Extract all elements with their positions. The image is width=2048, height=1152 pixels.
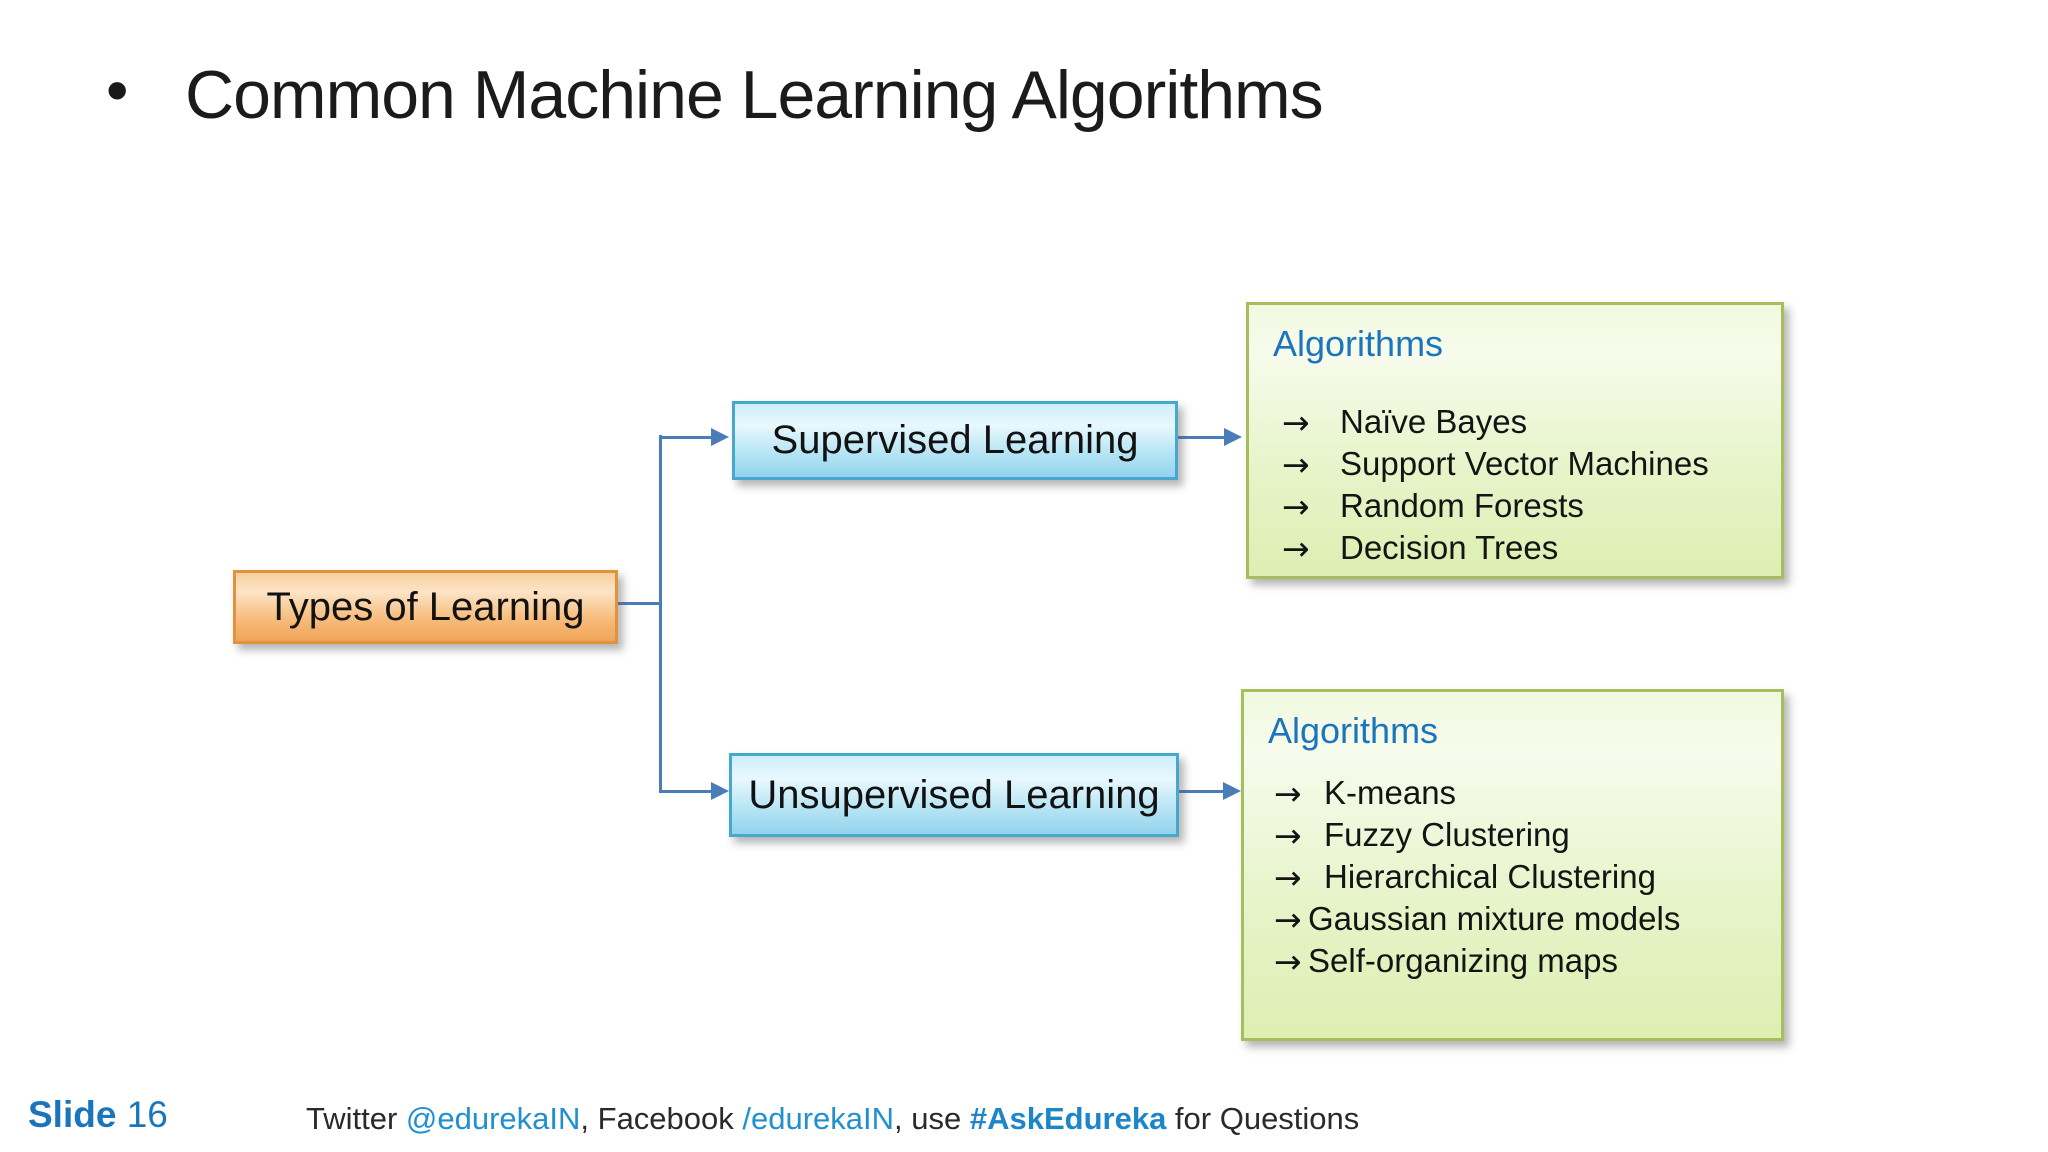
arrow-bullet-icon: → [1282,528,1310,568]
slide-number-value: 16 [126,1094,168,1135]
footer-segment: , Facebook [580,1101,743,1136]
arrow-bullet-icon: → [1274,857,1302,897]
arrow-bullet-icon: → [1282,402,1310,442]
node-unsupervised-learning: Unsupervised Learning [729,753,1179,837]
arrow-bullet-icon: → [1282,444,1310,484]
algo-item: → Support Vector Machines [1249,443,1775,485]
footer-segment: , use [894,1101,970,1136]
algo-item: → Fuzzy Clustering [1244,814,1775,856]
algo-item: → Gaussian mixture models [1244,898,1775,940]
footer-slide-number: Slide 16 [28,1093,168,1137]
connector-line-supervised-algorithms [1172,436,1224,439]
footer-segment[interactable]: @edurekaIN [405,1101,581,1136]
node-types-of-learning-label: Types of Learning [266,584,585,629]
footer-segment: Twitter [306,1101,406,1136]
arrowhead-right-icon [1223,782,1241,800]
page-title: Common Machine Learning Algorithms [185,57,1324,133]
connector-line-unsupervised-algorithms [1173,790,1223,793]
arrowhead-right-icon [711,428,729,446]
algo-item-label: Self-organizing maps [1308,942,1618,979]
algo-item: → K-means [1244,772,1775,814]
arrowhead-right-icon [711,782,729,800]
algo-item: → Naïve Bayes [1249,401,1775,443]
panel-heading: Algorithms [1268,710,1439,751]
node-types-of-learning: Types of Learning [233,570,618,644]
node-supervised-learning-label: Supervised Learning [771,418,1139,462]
algo-item-label: Gaussian mixture models [1308,900,1681,937]
connector-line-unsupervised [659,790,711,793]
title-bullet-icon: • [106,54,129,126]
node-supervised-learning: Supervised Learning [732,401,1178,480]
algo-item-label: Fuzzy Clustering [1324,816,1570,853]
algo-item: → Hierarchical Clustering [1244,856,1775,898]
arrow-bullet-icon: → [1274,815,1302,855]
footer-segment[interactable]: #AskEdureka [969,1101,1167,1136]
algo-item: → Decision Trees [1249,527,1775,569]
algo-item: → Self-organizing maps [1244,940,1775,982]
node-unsupervised-learning-label: Unsupervised Learning [748,772,1160,817]
arrow-bullet-icon: → [1282,486,1310,526]
algo-item-label: Support Vector Machines [1340,445,1709,482]
algo-item-label: Decision Trees [1340,529,1559,566]
connector-line-vertical [659,435,662,793]
arrow-bullet-icon: → [1274,773,1302,813]
algo-item-label: K-means [1324,774,1457,811]
algo-item: → Random Forests [1249,485,1775,527]
panel-heading: Algorithms [1273,323,1444,364]
algo-list-supervised: → Naïve Bayes → Support Vector Machines … [1249,401,1775,569]
algo-list-unsupervised: → K-means → Fuzzy Clustering → Hierarchi… [1244,772,1775,982]
slide-number-label: Slide [28,1094,117,1135]
connector-line-root [612,602,660,605]
algorithms-panel-unsupervised: Algorithms → K-means → Fuzzy Clustering … [1241,689,1784,1041]
arrow-bullet-icon: → [1274,941,1302,981]
connector-line-supervised [659,436,711,439]
algorithms-panel-supervised: Algorithms → Naïve Bayes → Support Vecto… [1246,302,1784,579]
algo-item-label: Naïve Bayes [1340,403,1528,440]
algo-item-label: Random Forests [1340,487,1584,524]
arrow-bullet-icon: → [1274,899,1302,939]
footer-segment: for Questions [1166,1101,1360,1136]
arrowhead-right-icon [1224,428,1242,446]
footer-segment[interactable]: /edurekaIN [742,1101,895,1136]
footer-social-text: Twitter @edurekaIN, Facebook /edurekaIN,… [306,1100,1359,1138]
algo-item-label: Hierarchical Clustering [1324,858,1656,895]
